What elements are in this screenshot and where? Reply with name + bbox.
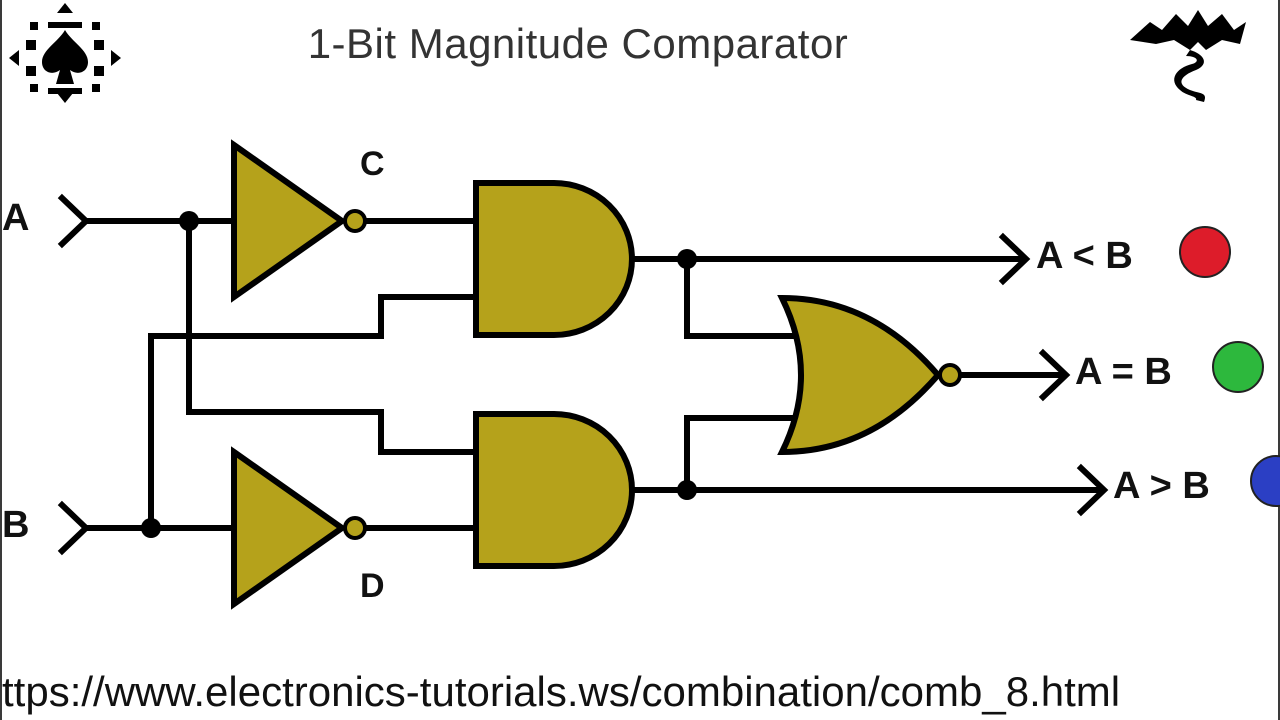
input-b-label: B [2,504,29,546]
output-less-label: A < B [1036,235,1133,277]
node-d-label: D [360,567,385,605]
spade-cross-logo-icon [9,3,121,103]
footer-url: ttps://www.electronics-tutorials.ws/comb… [2,668,1121,715]
not-gate-c-bubble [343,209,367,233]
led-greater-indicator [1250,455,1280,507]
diagram-title: 1-Bit Magnitude Comparator [307,20,849,67]
and-gate-top [473,180,635,338]
input-a-label: A [2,197,29,239]
right-border [1278,0,1280,720]
led-equal-indicator [1212,341,1264,393]
not-gate-d-bubble [343,516,367,540]
output-equal-label: A = B [1075,351,1172,393]
not-gate-d [231,446,348,610]
left-border [0,0,2,720]
dragon-logo-icon [1130,10,1246,102]
node-c-label: C [360,145,385,183]
not-gate-c [231,139,348,303]
and-gate-bottom [473,411,635,569]
led-less-indicator [1179,226,1231,278]
junction-dots [141,211,697,538]
output-greater-label: A > B [1113,465,1210,507]
nor-gate [777,294,942,456]
nor-gate-bubble [938,363,962,387]
